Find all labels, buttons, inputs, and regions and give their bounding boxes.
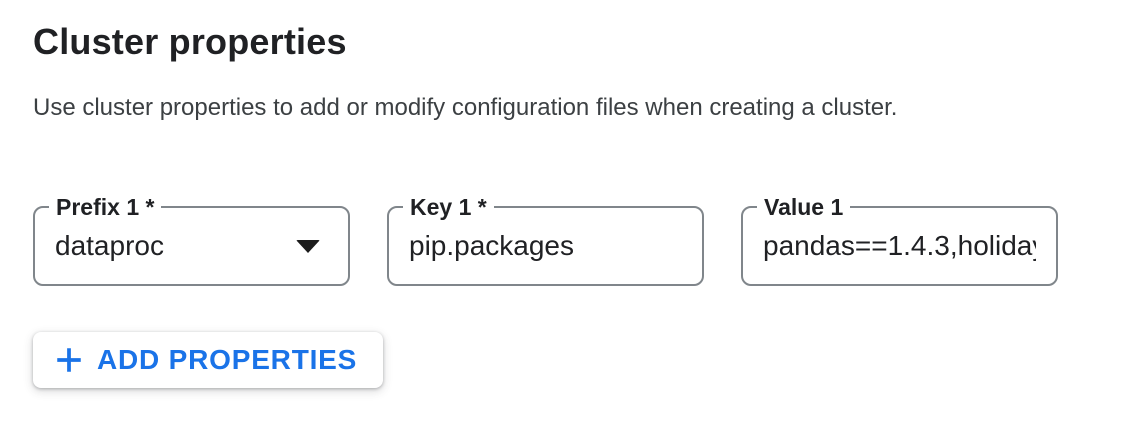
key-field: Key 1 * <box>387 194 704 286</box>
page-description: Use cluster properties to add or modify … <box>33 94 898 121</box>
prefix-value: dataproc <box>55 230 164 261</box>
value-field: Value 1 <box>741 194 1058 286</box>
page-title: Cluster properties <box>33 21 347 62</box>
add-properties-button[interactable]: ADD PROPERTIES <box>33 332 384 388</box>
key-input[interactable] <box>409 230 682 262</box>
value-label: Value 1 <box>757 194 851 221</box>
prefix-select[interactable]: Prefix 1 * dataproc <box>33 194 350 286</box>
plus-icon <box>57 348 81 372</box>
add-properties-label: ADD PROPERTIES <box>97 344 358 375</box>
prefix-label: Prefix 1 * <box>49 194 162 221</box>
property-row: Prefix 1 * dataproc Key 1 * Value 1 <box>33 194 1122 286</box>
key-label: Key 1 * <box>403 194 494 221</box>
dropdown-arrow-icon[interactable] <box>296 239 320 253</box>
value-input[interactable] <box>763 230 1036 262</box>
